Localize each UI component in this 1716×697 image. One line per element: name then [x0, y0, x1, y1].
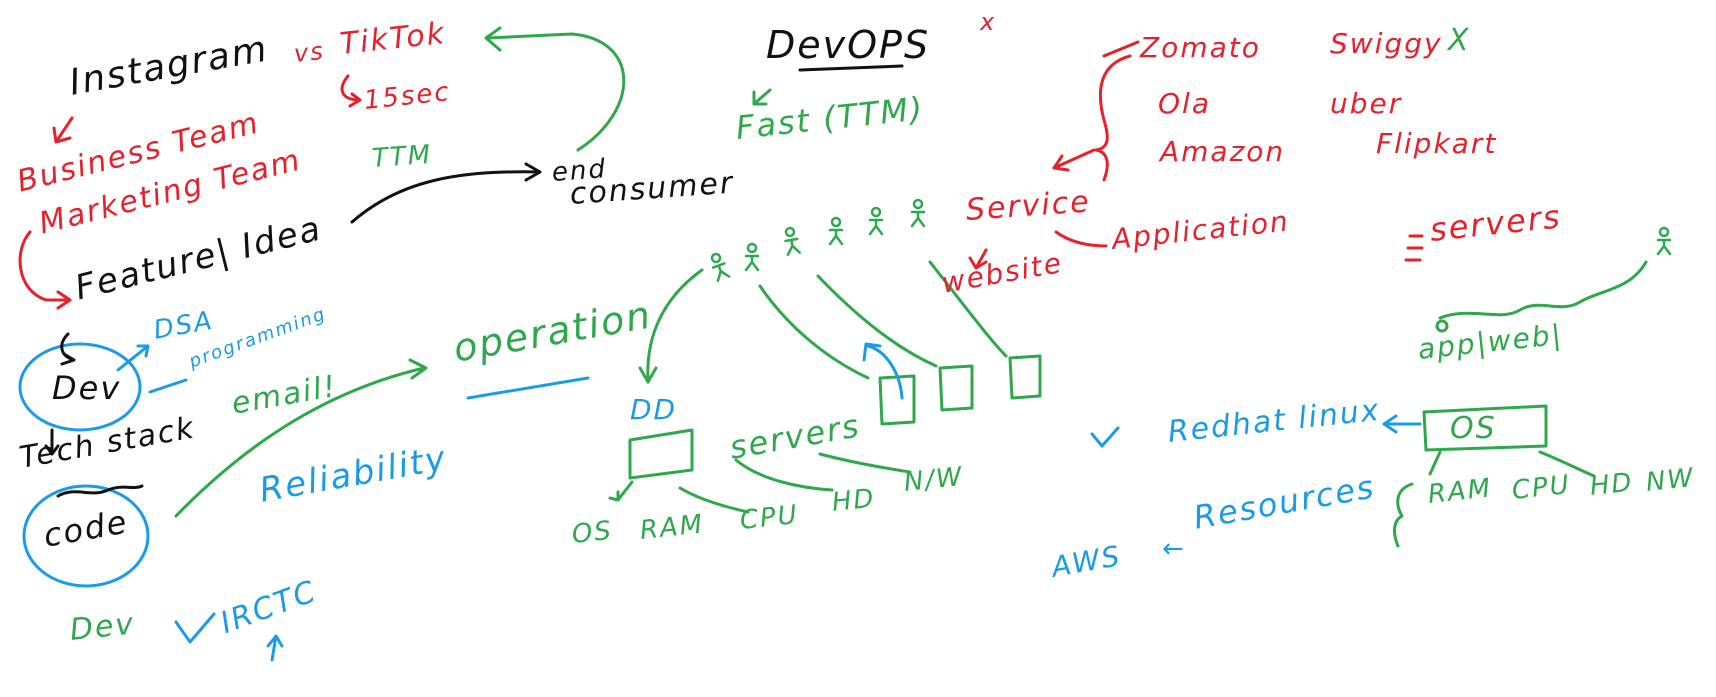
line-dev-to-programming	[148, 378, 188, 394]
service-label: Service	[964, 184, 1092, 228]
arrow-consumer-to-tiktok	[484, 26, 626, 152]
uber-label: uber	[1330, 87, 1403, 120]
arrow-feature-to-consumer	[350, 162, 542, 224]
user-to-app-wave	[1438, 260, 1648, 320]
ram-right-label: RAM	[1426, 473, 1494, 510]
center-x-mark: x	[980, 8, 997, 36]
hd-right-label: HD	[1588, 467, 1635, 502]
user-figure	[744, 242, 760, 272]
arrow-user-to-dd	[638, 268, 704, 384]
ttm-label: TTM	[370, 139, 434, 174]
line-user-to-server-3	[928, 260, 1008, 358]
user-figure	[784, 226, 801, 256]
apps-brace	[1094, 40, 1140, 182]
os-box-label: OS	[1450, 411, 1497, 446]
arrow-service-to-website	[968, 248, 988, 270]
dev-label: Dev	[52, 369, 122, 407]
user-figure	[868, 206, 884, 236]
ola-label: Ola	[1158, 87, 1211, 120]
user-figure	[710, 252, 731, 282]
code-circle	[22, 484, 150, 588]
zomato-label: Zomato	[1140, 31, 1261, 64]
arrow-feature-to-dev	[60, 332, 76, 366]
user-figure	[828, 216, 844, 246]
swiggy-x-mark: X	[1448, 23, 1471, 58]
arrow-dev-to-techstack	[44, 428, 60, 456]
line-user-to-server-1	[758, 284, 870, 380]
users-group	[710, 198, 1672, 282]
os-box	[1422, 404, 1548, 452]
servers-lines	[1404, 234, 1424, 262]
irctc-check	[174, 612, 216, 644]
devops-title: DevOPS	[766, 23, 931, 67]
cpu-label: CPU	[738, 499, 801, 536]
techstack-squiggle	[56, 484, 144, 498]
arrow-apps-to-service	[1052, 148, 1096, 172]
operation-underline	[466, 376, 590, 400]
swiggy-label: Swiggy	[1330, 27, 1443, 60]
os-line-hd	[1538, 450, 1596, 478]
nw-right-label: NW	[1644, 462, 1697, 498]
nw-label: N/W	[902, 461, 966, 498]
os-label: OS	[570, 515, 615, 550]
cpu-right-label: CPU	[1510, 469, 1573, 506]
ram-label: RAM	[638, 509, 706, 546]
server-pointer-arrow	[862, 342, 904, 400]
server-box-main	[628, 428, 694, 480]
dev-bottom-label: Dev	[68, 606, 137, 648]
hd-label: HD	[830, 483, 877, 518]
arrow-os-to-redhat	[1382, 414, 1422, 434]
arrow-code-to-operation	[174, 358, 428, 518]
server-box-3	[1008, 354, 1042, 400]
redhat-check	[1090, 426, 1120, 448]
line-to-nw	[818, 452, 912, 474]
arrow-to-business-team	[52, 116, 74, 144]
line-user-to-server-2	[816, 274, 938, 368]
os-line-ram	[1428, 450, 1442, 476]
app-node	[1435, 319, 1449, 333]
flipkart-label: Flipkart	[1376, 127, 1498, 160]
arrow-to-fast	[752, 88, 772, 106]
server-box-1	[878, 374, 916, 426]
user-figure	[910, 198, 926, 228]
server-box-2	[938, 364, 974, 412]
arrow-team-to-feature	[18, 230, 72, 310]
user-figure	[1656, 226, 1672, 256]
line-to-os	[608, 480, 634, 502]
dd-label: DD	[630, 393, 678, 426]
irctc-up-arrow	[266, 634, 284, 662]
vs-label: vs	[292, 36, 327, 68]
dev-circle	[18, 342, 142, 432]
line-to-hd	[734, 458, 834, 492]
line-to-cpu	[678, 486, 750, 514]
line-service-to-application	[1054, 230, 1108, 248]
devops-underline	[798, 64, 904, 72]
arrow-tiktok-to-15sec	[340, 74, 362, 108]
resources-brace	[1393, 482, 1414, 548]
arrow-dev-to-dsa	[116, 344, 150, 372]
aws-arrow-icon: ←	[1162, 534, 1186, 564]
amazon-label: Amazon	[1160, 135, 1286, 168]
